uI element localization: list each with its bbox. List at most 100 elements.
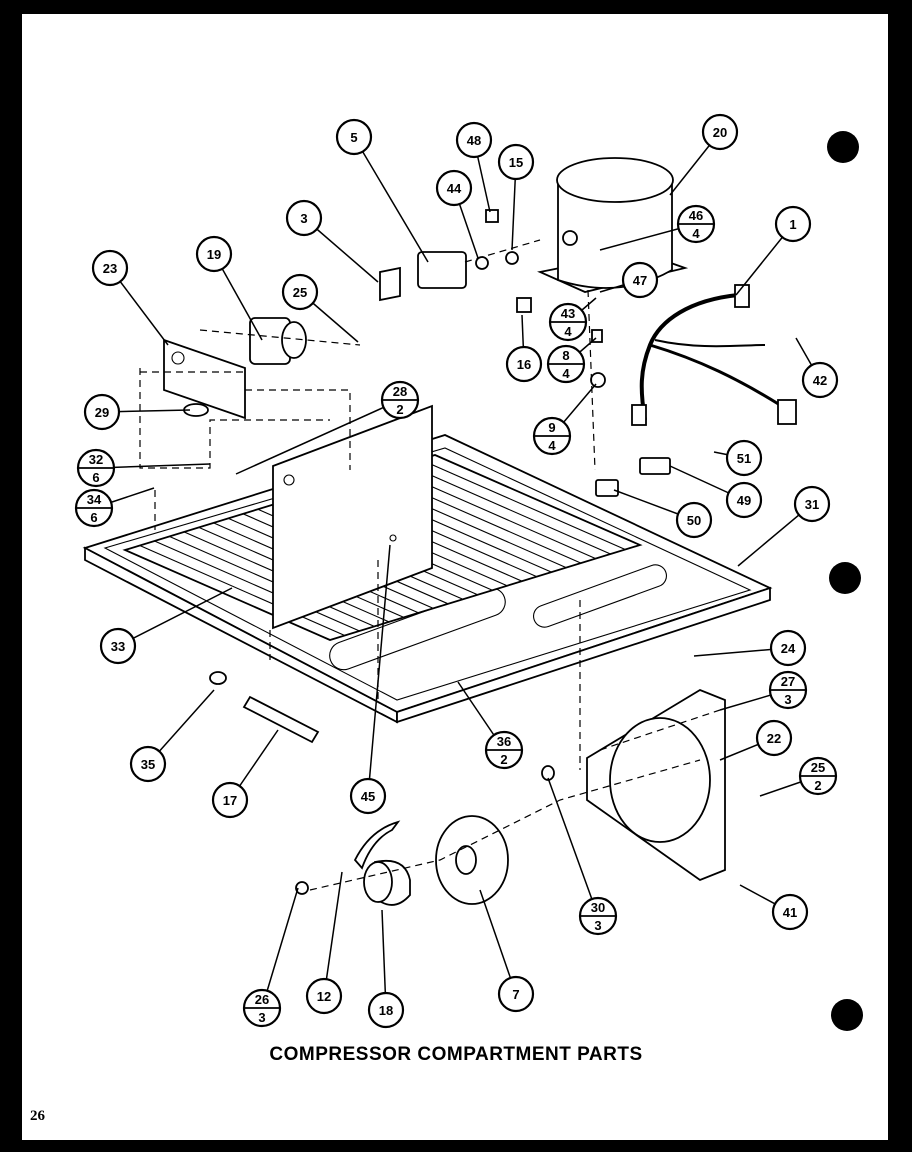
callout-label: 49 [737, 493, 751, 508]
callout-45: 45 [349, 777, 387, 815]
callout-3: 3 [285, 199, 323, 237]
callout-12: 12 [305, 977, 343, 1015]
callout-circle [769, 629, 807, 667]
callout-label-bottom: 6 [92, 470, 99, 485]
callout-49: 49 [725, 481, 763, 519]
callout-label: 3 [300, 211, 307, 226]
callout-1: 1 [774, 205, 812, 243]
coil-tube [139, 544, 345, 636]
callout-label-top: 27 [781, 674, 795, 689]
connectors [516, 297, 671, 497]
fan-motor-assembly [295, 815, 509, 906]
callout-25: 25 [281, 273, 319, 311]
fraction-callout-25: 252 [798, 756, 838, 796]
callout-circle [367, 991, 405, 1029]
base-pan-illustration [82, 404, 773, 724]
callout-51: 51 [725, 439, 763, 477]
callout-label: 22 [767, 731, 781, 746]
callout-label: 35 [141, 757, 155, 772]
callout-label: 50 [687, 513, 701, 528]
callout-label: 51 [737, 451, 751, 466]
callout-label-top: 30 [591, 900, 605, 915]
callout-circle [497, 143, 535, 181]
relay-parts [379, 209, 519, 302]
callout-label-top: 43 [561, 306, 575, 321]
callout-label-top: 46 [689, 208, 703, 223]
callout-label-top: 26 [255, 992, 269, 1007]
assembly-lines [139, 239, 721, 891]
compressor-illustration [537, 157, 689, 293]
callout-circle [91, 249, 129, 287]
coil-tube [434, 454, 641, 546]
callout-label: 48 [467, 133, 481, 148]
callout-17: 17 [211, 781, 249, 819]
callout-circle [455, 121, 493, 159]
callout-label: 47 [633, 273, 647, 288]
callout-label: 24 [781, 641, 796, 656]
fraction-callout-28: 282 [380, 380, 420, 420]
callout-circle [701, 113, 739, 151]
callout-31: 31 [793, 485, 831, 523]
coil-tube [154, 540, 360, 632]
callout-15: 15 [497, 143, 535, 181]
wiring-harness [631, 284, 797, 426]
fan-shroud [586, 688, 726, 882]
callout-20: 20 [701, 113, 739, 151]
callout-44: 44 [435, 169, 473, 207]
callout-5: 5 [335, 118, 373, 156]
callout-label: 7 [512, 987, 519, 1002]
callout-47: 47 [621, 261, 659, 299]
coil-tube [420, 459, 626, 551]
callout-circle [195, 235, 233, 273]
leader-line [323, 871, 343, 997]
callout-label-bottom: 6 [90, 510, 97, 525]
callout-33: 33 [99, 627, 137, 665]
callout-circle [621, 261, 659, 299]
divider-panel [272, 404, 433, 630]
drain-tube [209, 671, 555, 781]
callout-23: 23 [91, 249, 129, 287]
callout-label: 42 [813, 373, 827, 388]
fraction-callout-46: 464 [676, 204, 716, 244]
callout-circle [801, 361, 839, 399]
callout-label: 5 [350, 130, 357, 145]
callout-label: 44 [447, 181, 462, 196]
callout-42: 42 [801, 361, 839, 399]
callout-circle [793, 485, 831, 523]
callout-label: 41 [783, 905, 797, 920]
callout-label-bottom: 3 [594, 918, 601, 933]
callout-circle [774, 205, 812, 243]
callout-label: 12 [317, 989, 331, 1004]
callout-label-bottom: 4 [692, 226, 700, 241]
callout-label-top: 8 [562, 348, 569, 363]
callout-circle [281, 273, 319, 311]
callout-circle [335, 118, 373, 156]
callout-7: 7 [497, 975, 535, 1013]
fraction-callout-27: 273 [768, 670, 808, 710]
callout-18: 18 [367, 991, 405, 1029]
page-number: 26 [30, 1108, 45, 1124]
callout-label: 15 [509, 155, 523, 170]
leader-line [367, 544, 391, 797]
callout-label: 20 [713, 125, 727, 140]
exploded-parts-diagram: 1357121516171819202223242529313335414244… [74, 113, 863, 1031]
leader-line [235, 399, 401, 475]
leader-line [117, 587, 233, 647]
callout-label-top: 9 [548, 420, 555, 435]
callout-label-bottom: 3 [784, 692, 791, 707]
callout-label: 1 [789, 217, 796, 232]
leader-line [479, 889, 517, 995]
callout-label-top: 32 [89, 452, 103, 467]
callout-label: 16 [517, 357, 531, 372]
coil-tube [169, 535, 375, 627]
callout-label-bottom: 4 [548, 438, 556, 453]
callout-22: 22 [755, 719, 793, 757]
fraction-callout-26: 263 [242, 988, 282, 1028]
callout-24: 24 [769, 629, 807, 667]
callout-29: 29 [83, 393, 121, 431]
callout-label: 29 [95, 405, 109, 420]
callout-label-top: 36 [497, 734, 511, 749]
callout-label: 19 [207, 247, 221, 262]
callout-label-bottom: 4 [562, 366, 570, 381]
